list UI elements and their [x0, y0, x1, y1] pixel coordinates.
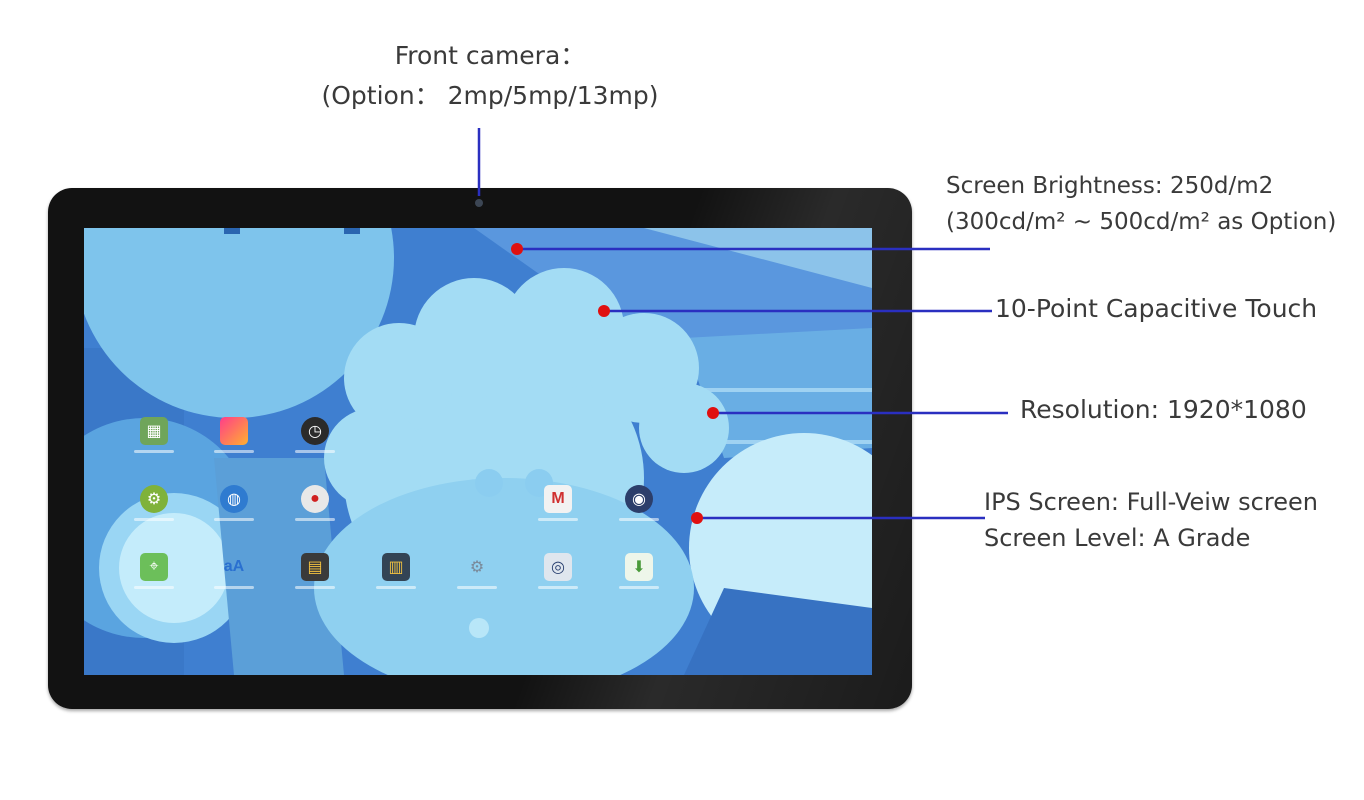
screen-grade: Screen Level: A Grade: [984, 524, 1251, 552]
icon-label-placeholder: [538, 586, 578, 589]
icon-label-placeholder: [295, 518, 335, 521]
icon-label-placeholder: [619, 518, 659, 521]
brightness-options: (300cd/m² ~ 500cd/m² as Option): [946, 209, 1337, 235]
gallery-icon[interactable]: ▦: [140, 417, 168, 445]
ips-marker-dot: [691, 512, 703, 524]
android-settings-icon[interactable]: ⚙: [140, 485, 168, 513]
tablet-screen: ▦ ◷ ⚙ ◍ ● M ◉ ⌖ aA ▤ ▥ ⚙ ◎ ⬇: [84, 228, 872, 675]
ips-callout: IPS Screen: Full-Veiw screen Screen Leve…: [984, 484, 1318, 556]
icon-label-placeholder: [134, 586, 174, 589]
front-camera-title: Front camera：: [394, 41, 586, 70]
front-camera-options: (Option： 2mp/5mp/13mp): [321, 81, 659, 110]
icon-label-placeholder: [538, 518, 578, 521]
browser-icon[interactable]: ◍: [220, 485, 248, 513]
icon-label-placeholder: [457, 586, 497, 589]
icon-label-placeholder: [376, 586, 416, 589]
icon-label-placeholder: [295, 586, 335, 589]
brightness-marker-dot: [511, 243, 523, 255]
icon-label-placeholder: [134, 450, 174, 453]
icon-label-placeholder: [295, 450, 335, 453]
icon-label-placeholder: [214, 586, 254, 589]
music-icon[interactable]: ◉: [625, 485, 653, 513]
touch-callout: 10-Point Capacitive Touch: [995, 294, 1318, 323]
settings-gear-icon[interactable]: ⚙: [469, 559, 485, 576]
maps-icon[interactable]: ⌖: [140, 553, 168, 581]
video-icon[interactable]: ▤: [301, 553, 329, 581]
movie-studio-icon[interactable]: ▥: [382, 553, 410, 581]
gmail-icon[interactable]: M: [544, 485, 572, 513]
clock-icon[interactable]: ◷: [301, 417, 329, 445]
front-camera-lens: [475, 199, 483, 207]
touch-marker-dot: [598, 305, 610, 317]
ips-screen-type: IPS Screen: Full-Veiw screen: [984, 488, 1318, 516]
icon-label-placeholder: [134, 518, 174, 521]
front-camera-callout: Front camera： (Option： 2mp/5mp/13mp): [290, 38, 690, 118]
downloads-icon[interactable]: ⬇: [625, 553, 653, 581]
brightness-callout: Screen Brightness: 250d/m2 (300cd/m² ~ 5…: [946, 168, 1336, 240]
photo-icon[interactable]: [220, 417, 248, 445]
camera-icon[interactable]: ◎: [544, 553, 572, 581]
icon-label-placeholder: [214, 450, 254, 453]
voice-recorder-icon[interactable]: ●: [301, 485, 329, 513]
brightness-value: Screen Brightness: 250d/m2: [946, 173, 1274, 199]
resolution-callout: Resolution: 1920*1080: [1020, 395, 1307, 424]
icon-label-placeholder: [619, 586, 659, 589]
icon-label-placeholder: [214, 518, 254, 521]
font-icon[interactable]: aA: [223, 558, 245, 575]
resolution-marker-dot: [707, 407, 719, 419]
